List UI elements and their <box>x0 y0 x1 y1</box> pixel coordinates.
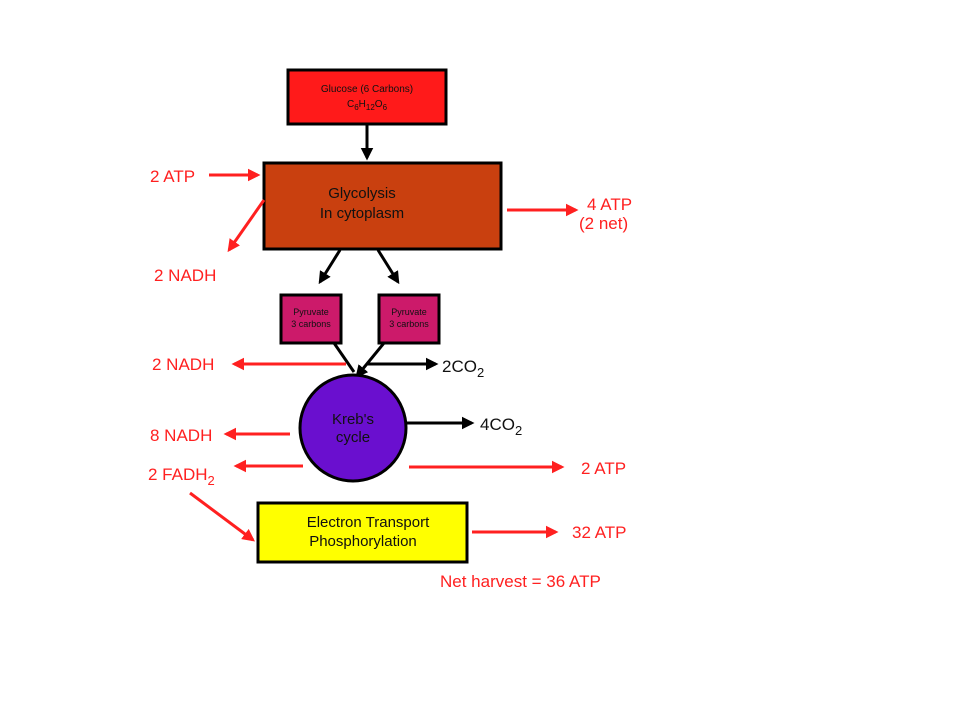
svg-text:Pyruvate: Pyruvate <box>293 307 329 317</box>
pyruvate-box-right: Pyruvate 3 carbons <box>377 293 441 345</box>
arrow-glycolysis-to-pyruvate-left <box>318 249 342 285</box>
glycolysis-box: Glycolysis In cytoplasm <box>262 161 503 251</box>
arrow-nadh-glycolysis <box>227 199 266 253</box>
label-atp-out-glycolysis: 4 ATP <box>587 195 632 214</box>
label-co2-pyruvate: 2CO2 <box>442 357 484 380</box>
krebs-label-line2: cycle <box>336 429 370 446</box>
glucose-formula: C6H12O6 <box>347 99 388 112</box>
label-co2-krebs: 4CO2 <box>480 415 522 438</box>
etc-label-line1: Electron Transport <box>307 514 430 531</box>
label-atp-etc: 32 ATP <box>572 523 627 542</box>
arrow-pyruvate-left-converge <box>332 342 356 373</box>
svg-text:Pyruvate: Pyruvate <box>391 307 427 317</box>
label-atp-net: (2 net) <box>579 214 628 233</box>
arrow-fadh-to-etc <box>189 491 256 542</box>
arrow-pyruvate-right-converge <box>355 342 386 378</box>
arrow-glycolysis-to-pyruvate-right <box>376 249 400 285</box>
label-nadh-glycolysis: 2 NADH <box>154 266 216 285</box>
label-atp-in: 2 ATP <box>150 167 195 186</box>
krebs-label-line1: Kreb's <box>332 411 374 428</box>
label-nadh-krebs: 8 NADH <box>150 426 212 445</box>
etc-label-line2: Phosphorylation <box>309 533 417 550</box>
svg-text:3 carbons: 3 carbons <box>291 319 331 329</box>
label-atp-krebs: 2 ATP <box>581 459 626 478</box>
pyruvate-box-left: Pyruvate 3 carbons <box>279 293 343 345</box>
label-fadh: 2 FADH2 <box>148 465 215 488</box>
electron-transport-box: Electron Transport Phosphorylation <box>256 501 469 564</box>
svg-text:3 carbons: 3 carbons <box>389 319 429 329</box>
glucose-label: Glucose (6 Carbons) <box>321 84 413 95</box>
glycolysis-title: Glycolysis <box>328 185 396 202</box>
krebs-cycle-circle: Kreb's cycle <box>298 373 408 483</box>
net-harvest-label: Net harvest = 36 ATP <box>440 572 601 591</box>
glycolysis-location: In cytoplasm <box>320 205 404 222</box>
label-nadh-pyruvate: 2 NADH <box>152 355 214 374</box>
glucose-box: Glucose (6 Carbons) C6H12O6 <box>286 68 448 126</box>
